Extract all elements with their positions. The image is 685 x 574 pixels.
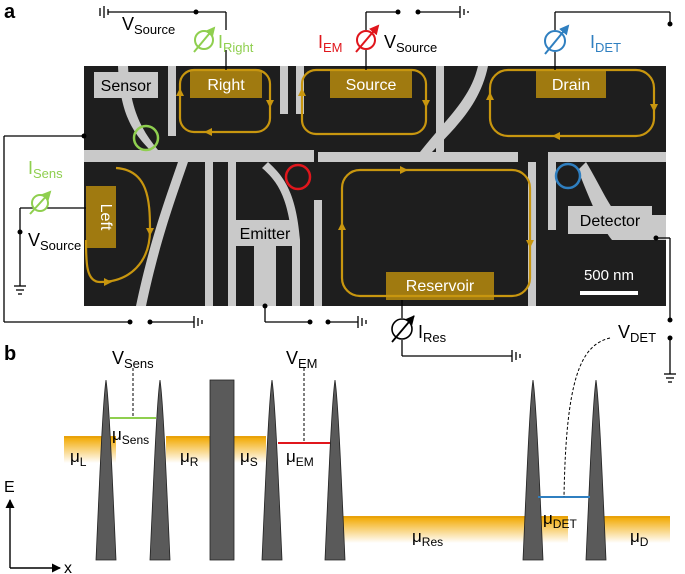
sensor-dot [132, 124, 160, 152]
position-axis-label: x [64, 560, 72, 574]
v-det-label: VDET [618, 322, 656, 345]
v-source-top-left: VSource [122, 14, 175, 37]
tunnel-barriers [95, 379, 607, 561]
contact-drain-label: Drain [552, 77, 590, 94]
scale-bar [580, 291, 638, 295]
i-em-label: IEM [318, 32, 343, 55]
emitter-dot [284, 163, 312, 191]
gate-sensor-label: Sensor [101, 78, 152, 95]
v-em-label: VEM [286, 348, 318, 371]
contact-reservoir-label: Reservoir [406, 278, 475, 295]
v-sens-label: VSens [112, 348, 154, 371]
contact-left-label: Left [97, 204, 114, 231]
edge-channel-loops [84, 68, 656, 298]
switch-contacts [17, 9, 673, 341]
mu-l-label: μL [70, 447, 87, 469]
ammeter-emitter [355, 24, 380, 53]
gate-emitter-label: Emitter [240, 226, 291, 243]
v-source-top-right: VSource [384, 32, 437, 55]
i-sens-label: ISens [28, 158, 63, 181]
i-det-label: IDET [590, 32, 621, 55]
ammeter-res [391, 315, 415, 343]
contact-right-label: Right [207, 77, 245, 94]
scale-bar-label: 500 nm [584, 267, 634, 284]
ammeter-right [193, 26, 216, 53]
gate-detector-label: Detector [580, 213, 641, 230]
mu-d-label: μD [630, 527, 649, 549]
edge-flow-arrows [104, 88, 658, 286]
panel-label-b: b [4, 343, 16, 365]
v-source-left: VSource [28, 230, 81, 253]
i-res-label: IRes [418, 322, 447, 345]
i-right-label: IRight [218, 32, 254, 55]
ammeter-drain [544, 24, 570, 55]
mu-em-label: μEM [286, 447, 314, 469]
mu-res-label: μRes [412, 527, 443, 549]
v-det-lead [563, 337, 611, 498]
energy-axis-label: E [4, 479, 15, 496]
panel-label-a: a [4, 1, 16, 23]
ammeter-sens [29, 190, 52, 215]
detector-dot [554, 162, 582, 190]
circuit-wires [3, 6, 676, 383]
mu-r-label: μR [180, 447, 199, 469]
gate-label-boxes [94, 72, 652, 246]
contact-source-label: Source [346, 77, 397, 94]
mu-det-label: μDET [543, 509, 577, 531]
mu-s-label: μS [240, 447, 258, 469]
mu-sens-label: μSens [112, 425, 149, 447]
